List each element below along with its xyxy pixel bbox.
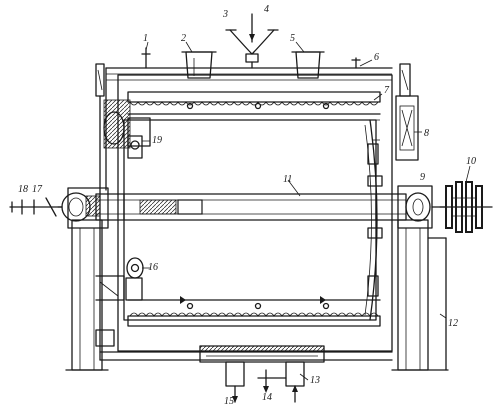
loading-hatch-2 [181, 51, 217, 79]
inlet-pipe-1 [141, 47, 151, 69]
left-bracket [65, 187, 109, 371]
left-bearing-housing [57, 192, 91, 222]
callout-18: 18 [18, 184, 28, 195]
hatched-block-upper-left [103, 99, 151, 149]
callout-15: 15 [224, 396, 234, 407]
outlet-14 [257, 369, 287, 393]
inlet-13 [285, 361, 305, 403]
callout-labels: 1 2 3 4 5 6 7 8 9 10 11 12 13 14 15 16 1… [18, 4, 476, 407]
callout-7: 7 [384, 85, 390, 96]
valve-17-18 [9, 197, 63, 217]
callout-2: 2 [181, 33, 186, 44]
gear-housing-8 [395, 95, 419, 161]
feed-funnel-3-4 [225, 13, 279, 69]
callout-4: 4 [264, 4, 269, 15]
leader-lines [145, 41, 471, 381]
callout-19: 19 [152, 135, 162, 146]
callout-5: 5 [290, 33, 295, 44]
loading-hatch-5 [291, 51, 325, 79]
callout-11: 11 [283, 174, 292, 185]
vent-6 [351, 57, 361, 69]
callout-12: 12 [448, 318, 458, 329]
main-shaft-11 [95, 175, 407, 239]
callout-14: 14 [262, 392, 272, 403]
callout-17: 17 [32, 184, 43, 195]
outlet-15 [225, 361, 245, 403]
lower-paddle-assembly [127, 296, 381, 327]
right-column-12 [391, 219, 449, 371]
callout-3: 3 [222, 9, 228, 20]
lower-left-bracket [95, 275, 125, 347]
drive-pulley-10 [439, 181, 493, 233]
callout-16: 16 [148, 262, 158, 273]
callout-6: 6 [374, 52, 379, 63]
callout-1: 1 [143, 33, 148, 44]
callout-10: 10 [466, 156, 476, 167]
callout-9: 9 [420, 172, 425, 183]
clamp-19 [127, 135, 150, 159]
clamp-16 [125, 257, 150, 301]
drive-bearing-9 [397, 185, 447, 229]
upper-paddle-assembly [127, 91, 381, 121]
callout-8: 8 [424, 128, 429, 139]
bottom-heater-jacket [199, 345, 325, 363]
callout-13: 13 [310, 375, 320, 386]
